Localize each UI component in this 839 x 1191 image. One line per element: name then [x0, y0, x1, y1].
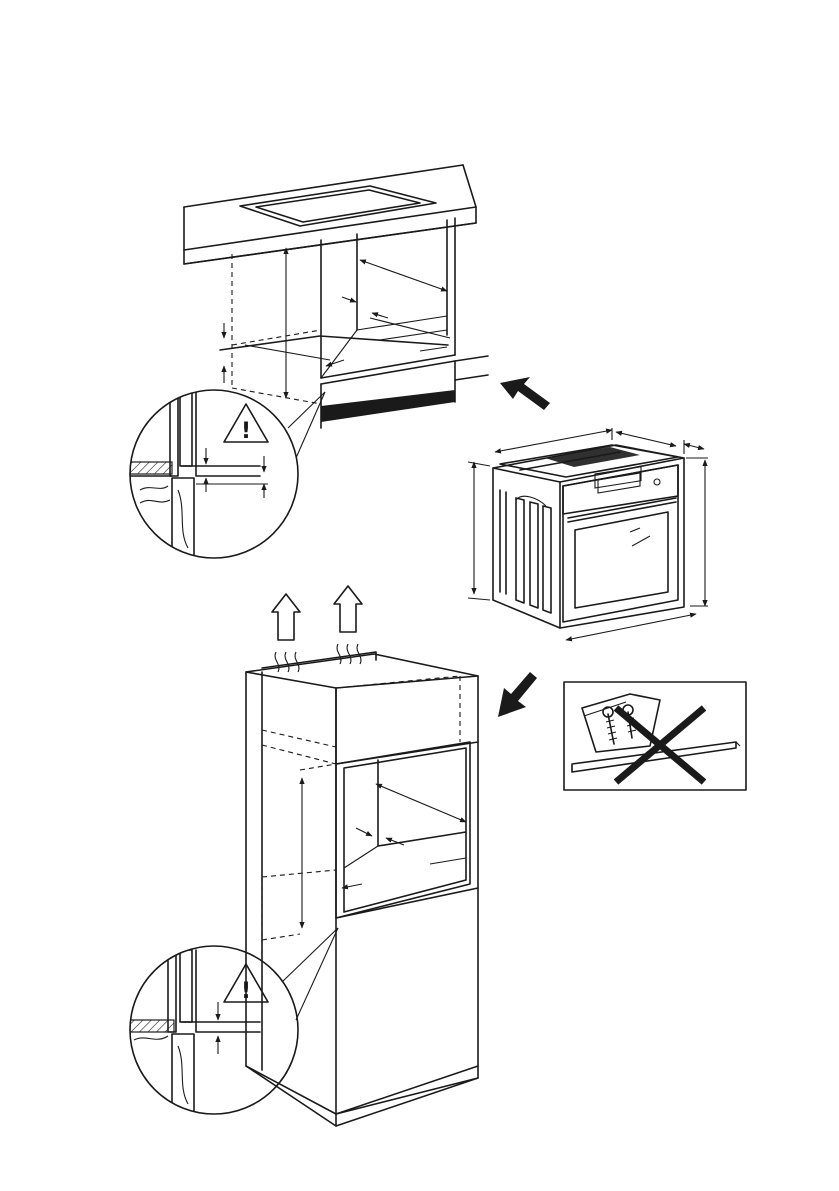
screw-icon — [603, 707, 617, 744]
svg-text:!: ! — [241, 419, 251, 444]
tall-cabinet-install — [246, 586, 478, 1126]
svg-text:!: ! — [241, 979, 251, 1004]
plinth-vent — [321, 390, 455, 422]
under-counter-install — [184, 165, 488, 458]
detail-zoom-bottom: ! — [130, 946, 298, 1124]
warning-triangle-icon: ! — [224, 404, 268, 444]
heat-up-arrow-icon — [272, 594, 300, 672]
oven-dimensions — [468, 428, 708, 640]
detail-zoom-top: ! — [130, 390, 298, 568]
cross-out-icon — [616, 708, 704, 782]
insert-arrow-icon — [498, 672, 537, 717]
cooktop — [240, 186, 436, 226]
insert-arrow-icon — [500, 377, 550, 410]
no-screws-rule — [564, 682, 746, 790]
heat-up-arrow-icon — [334, 586, 362, 664]
